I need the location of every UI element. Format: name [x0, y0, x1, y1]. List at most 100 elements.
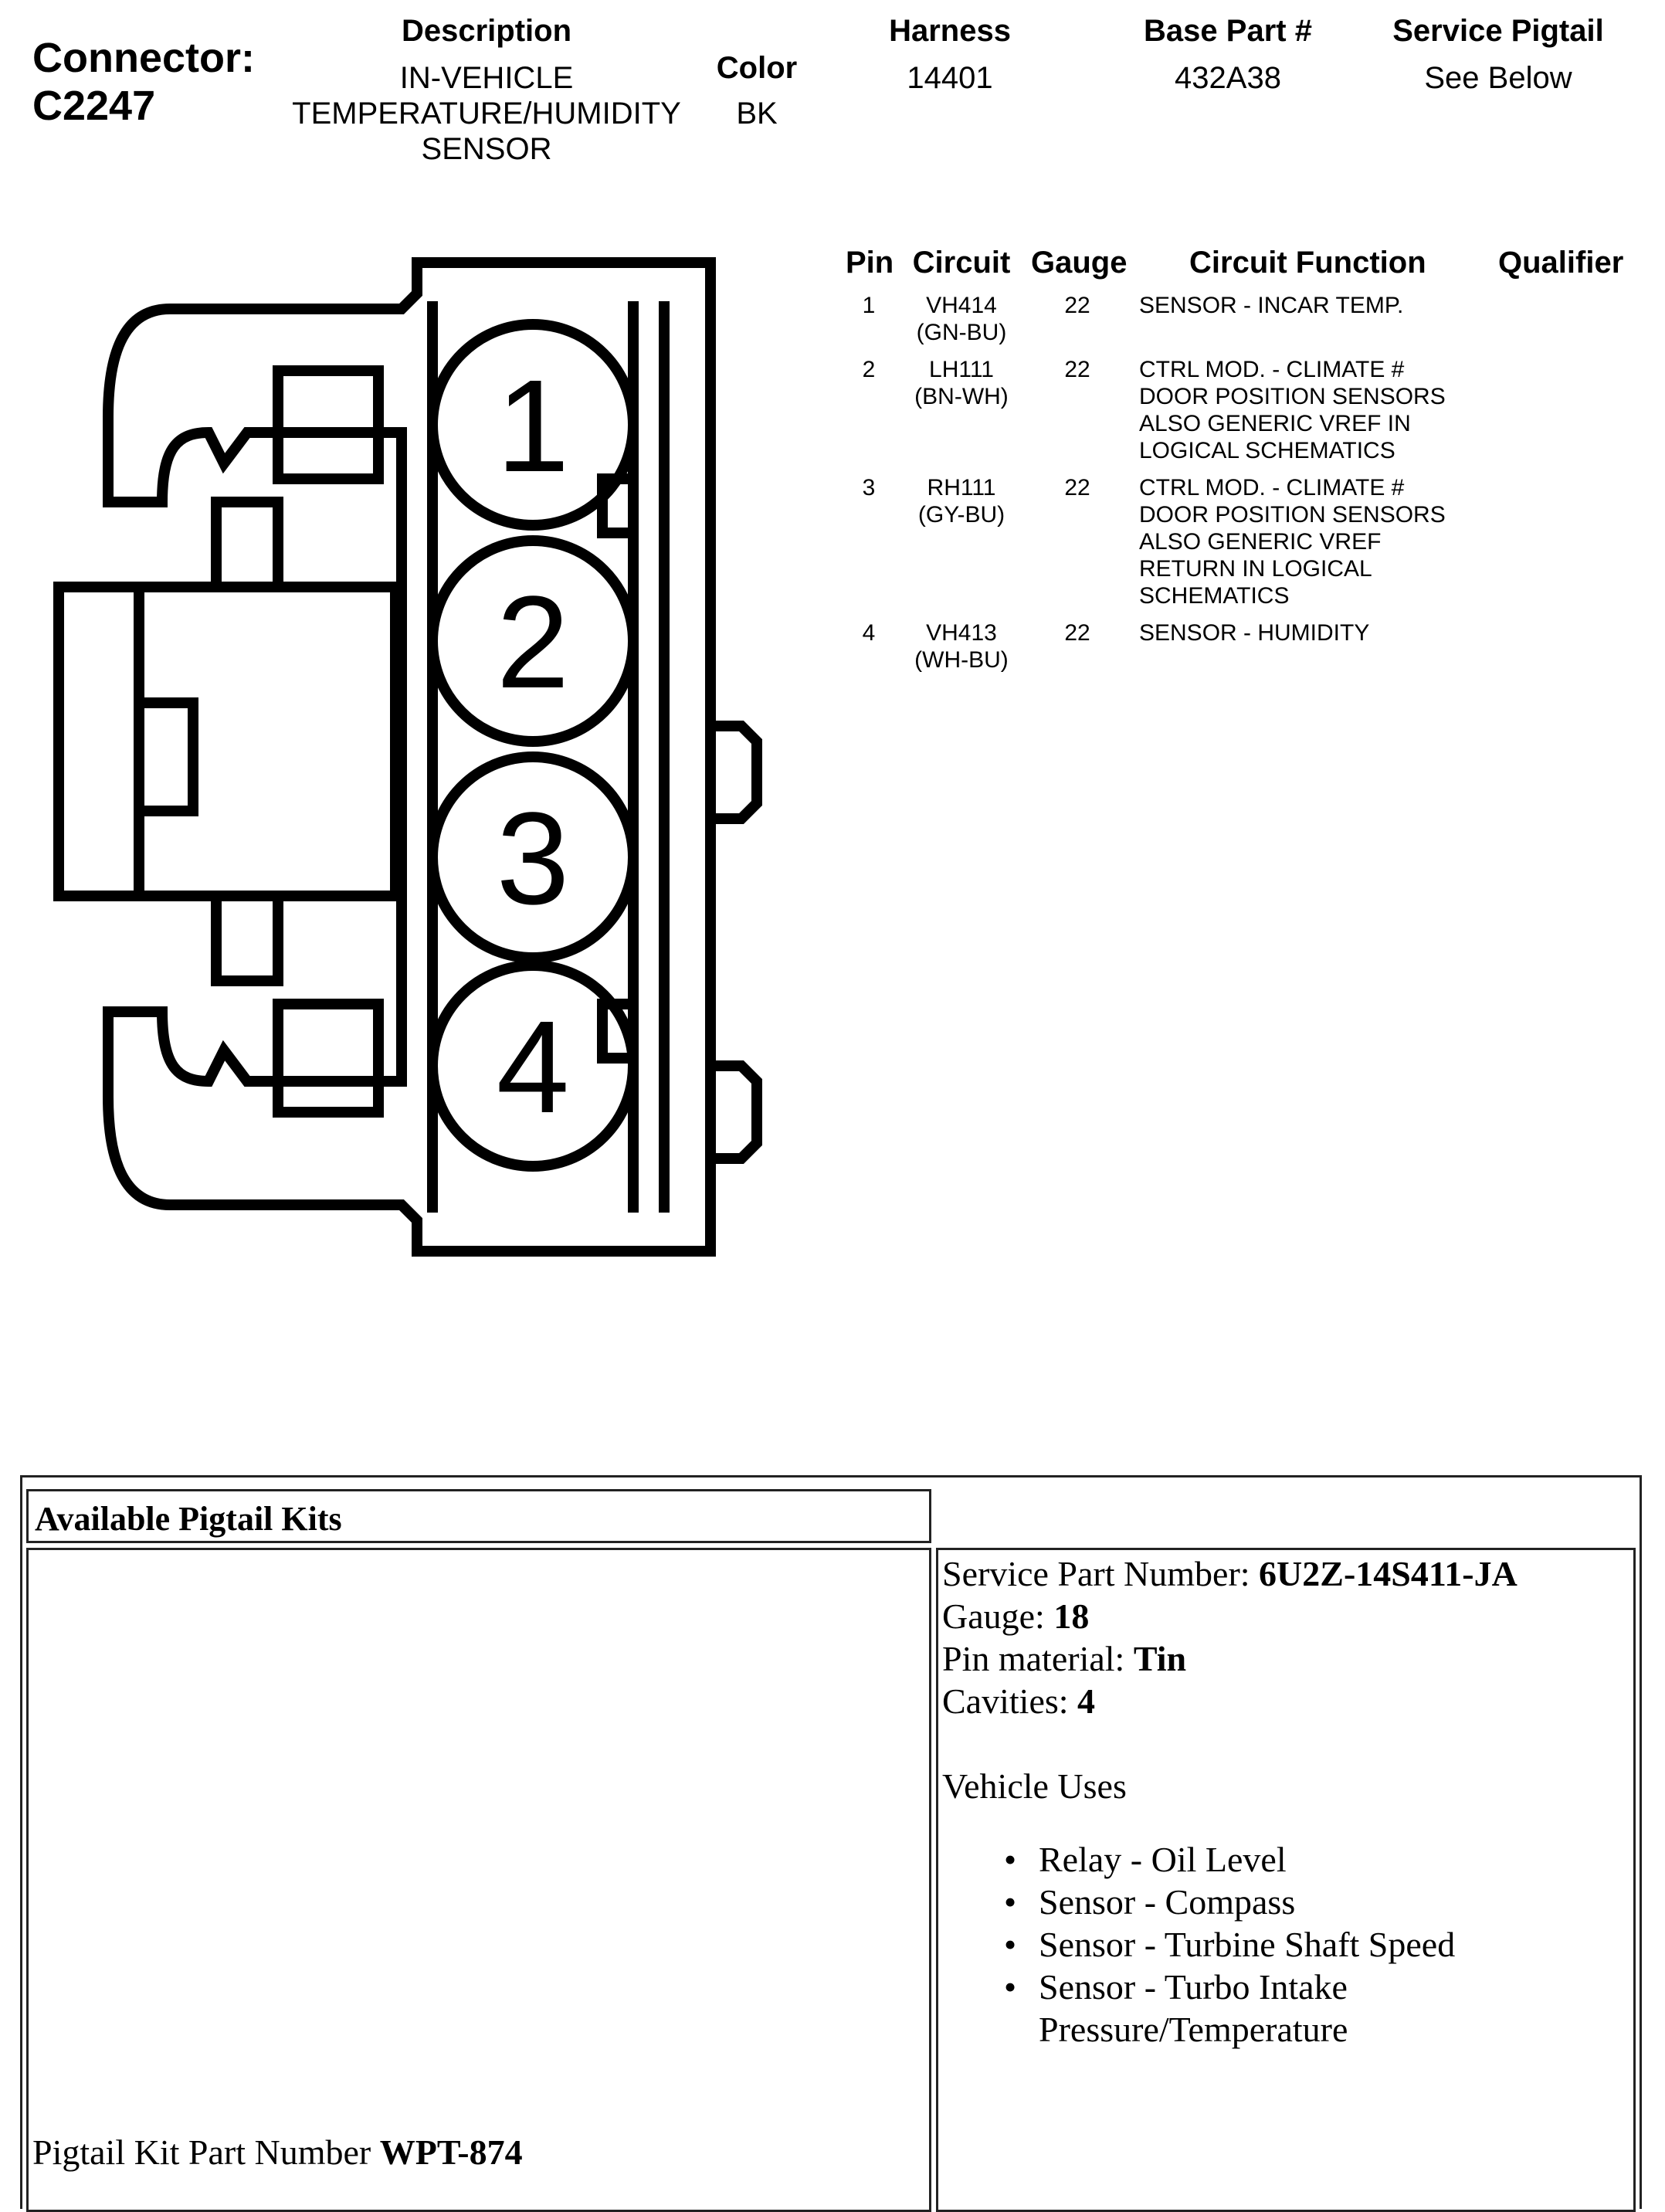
wire-color: (BN-WH) — [914, 384, 1009, 409]
list-item: • Sensor - Turbine Shaft Speed — [1004, 1923, 1622, 1966]
service-pigtail-header: Service Pigtail — [1392, 14, 1604, 48]
wire-color: (GN-BU) — [916, 320, 1007, 345]
circuit-id: VH414 — [926, 293, 997, 318]
circuit-col-header: Circuit — [912, 246, 1011, 280]
pin-col-header: Pin — [846, 246, 894, 280]
wire-color: (GY-BU) — [917, 502, 1005, 528]
service-pigtail-value: See Below — [1424, 61, 1572, 95]
latch-tab — [710, 721, 762, 824]
pin-material-value: Tin — [1133, 1639, 1187, 1678]
function-line: DOOR POSITION SENSORS — [1139, 502, 1446, 528]
circuit-id: RH111 — [927, 475, 996, 500]
circuit-cell: LH111 (BN-WH) — [896, 356, 1027, 410]
description-line: IN-VEHICLE — [399, 61, 574, 95]
latch-tab — [710, 1060, 762, 1164]
housing-outline — [103, 257, 716, 1257]
function-line: CTRL MOD. - CLIMATE # — [1139, 357, 1405, 382]
kit-part-value: WPT-874 — [379, 2132, 523, 2172]
pigtail-kit-info: Service Part Number: 6U2Z-14S411-JA Gaug… — [942, 1552, 1622, 2051]
harness-value: 14401 — [907, 61, 993, 95]
wire-color: (WH-BU) — [914, 647, 1009, 673]
pin-number: 3 — [862, 475, 876, 500]
function-line: ALSO GENERIC VREF IN — [1139, 411, 1411, 436]
service-part-row: Service Part Number: 6U2Z-14S411-JA — [942, 1552, 1622, 1595]
kit-part-label: Pigtail Kit Part Number — [32, 2132, 380, 2172]
vehicle-use-text: Sensor - Turbine Shaft Speed — [1039, 1925, 1456, 1964]
description-line: TEMPERATURE/HUMIDITY — [292, 97, 681, 131]
circuit-cell: VH413 (WH-BU) — [896, 619, 1027, 673]
function-line: ALSO GENERIC VREF — [1139, 529, 1382, 555]
description-line: SENSOR — [421, 132, 552, 166]
pin-number: 1 — [862, 293, 876, 318]
pin-label: 4 — [497, 994, 570, 1141]
pigtail-kits-title: Available Pigtail Kits — [26, 1489, 931, 1543]
vehicle-use-text: Sensor - Turbo Intake Pressure/Temperatu… — [1039, 1967, 1348, 2049]
bullet-icon: • — [1004, 1967, 1017, 2007]
pin-cavity-4 — [427, 960, 639, 1172]
function-line: SCHEMATICS — [1139, 583, 1290, 609]
function-cell: CTRL MOD. - CLIMATE # DOOR POSITION SENS… — [1139, 356, 1494, 464]
function-cell: SENSOR - INCAR TEMP. — [1139, 292, 1494, 319]
pigtail-kit-part-number: Pigtail Kit Part Number WPT-874 — [32, 2132, 523, 2173]
list-item: • Sensor - Compass — [1004, 1881, 1622, 1923]
vehicle-uses-label: Vehicle Uses — [942, 1766, 1127, 1806]
latch-body — [53, 582, 401, 901]
function-col-header: Circuit Function — [1189, 246, 1426, 280]
latch-arm — [273, 365, 384, 484]
pin-material-label: Pin material: — [942, 1639, 1134, 1678]
description-value: IN-VEHICLE TEMPERATURE/HUMIDITY SENSOR — [278, 60, 695, 167]
description-header: Description — [401, 14, 572, 48]
latch-post — [211, 497, 283, 587]
base-part-header: Base Part # — [1144, 14, 1312, 48]
function-cell: SENSOR - HUMIDITY — [1139, 619, 1494, 646]
circuit-cell: VH414 (GN-BU) — [896, 292, 1027, 346]
gauge-col-header: Gauge — [1031, 246, 1128, 280]
cavities-row: Cavities: 4 — [942, 1680, 1622, 1722]
function-line: RETURN IN LOGICAL — [1139, 556, 1372, 582]
color-header: Color — [716, 51, 798, 85]
pin-cavity-3 — [427, 751, 639, 963]
latch-post — [211, 896, 283, 986]
list-item: • Sensor - Turbo Intake Pressure/Temperat… — [1004, 1966, 1622, 2051]
bullet-icon: • — [1004, 1925, 1017, 1964]
function-line: DOOR POSITION SENSORS — [1139, 384, 1446, 409]
gauge-cell: 22 — [1064, 357, 1090, 382]
pin-material-row: Pin material: Tin — [942, 1637, 1622, 1680]
list-item: • Relay - Oil Level — [1004, 1838, 1622, 1881]
latch-arm — [273, 999, 384, 1118]
function-line: CTRL MOD. - CLIMATE # — [1139, 475, 1405, 500]
pigtail-section-frame — [20, 1475, 1642, 2209]
function-line: LOGICAL SCHEMATICS — [1139, 438, 1395, 463]
color-value: BK — [736, 97, 778, 131]
vehicle-use-text: Relay - Oil Level — [1039, 1840, 1287, 1879]
harness-header: Harness — [889, 14, 1011, 48]
cavities-label: Cavities: — [942, 1681, 1078, 1721]
gauge-value: 18 — [1053, 1596, 1090, 1636]
gauge-cell: 22 — [1064, 620, 1090, 646]
pin-number: 4 — [862, 620, 876, 646]
latch-slot — [134, 697, 198, 816]
gauge-label: Gauge: — [942, 1596, 1054, 1636]
gauge-cell: 22 — [1064, 475, 1090, 500]
connector-label: Connector: — [32, 35, 255, 81]
pin-number: 2 — [862, 357, 876, 382]
pin-cavity-2 — [427, 535, 639, 747]
connector-face-diagram: 1 2 3 4 — [53, 257, 762, 1257]
pin-label: 3 — [497, 785, 570, 932]
bullet-icon: • — [1004, 1840, 1017, 1879]
gauge-row: Gauge: 18 — [942, 1595, 1622, 1637]
circuit-id: VH413 — [926, 620, 997, 646]
service-part-label: Service Part Number: — [942, 1554, 1260, 1593]
connector-id: C2247 — [32, 83, 156, 129]
bullet-icon: • — [1004, 1882, 1017, 1922]
function-line: SENSOR - HUMIDITY — [1139, 620, 1370, 646]
vehicle-use-text: Sensor - Compass — [1039, 1882, 1296, 1922]
circuit-id: LH111 — [929, 357, 994, 382]
pin-label: 1 — [497, 353, 570, 500]
vehicle-uses-list: • Relay - Oil Level • Sensor - Compass • Se… — [942, 1838, 1622, 2051]
pin-cavity-1 — [427, 319, 639, 531]
pin-label: 2 — [497, 569, 570, 716]
qualifier-col-header: Qualifier — [1498, 246, 1624, 280]
circuit-cell: RH111 (GY-BU) — [896, 474, 1027, 528]
connector-heading: Connector: C2247 — [32, 34, 255, 130]
